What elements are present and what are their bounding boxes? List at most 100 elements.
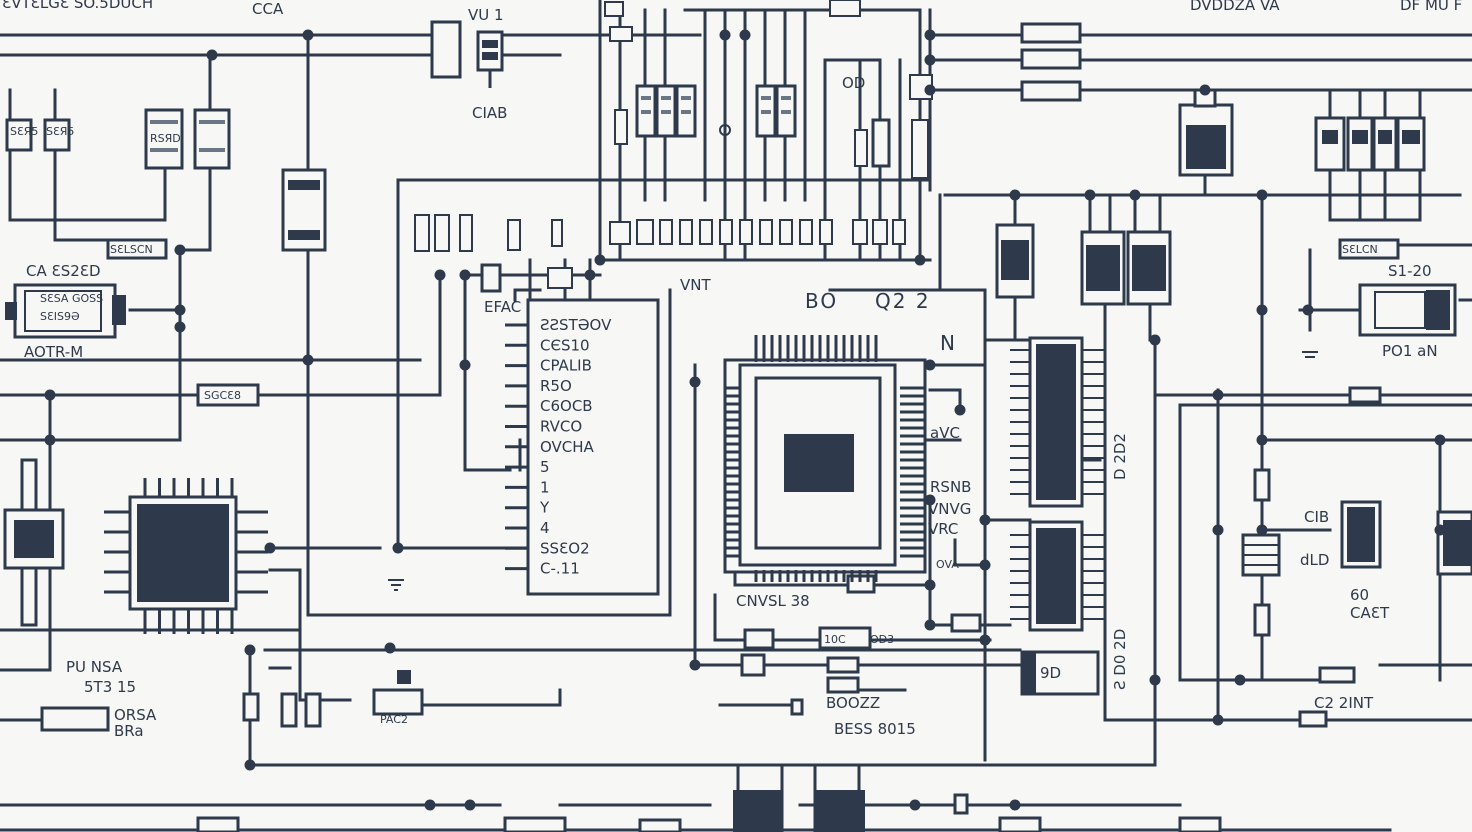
label-d02-a: D 2D2 — [1111, 433, 1129, 480]
label-c2-2int: C2 2INT — [1314, 694, 1374, 712]
resistor-sel — [106, 238, 168, 260]
label-60: 60 — [1350, 586, 1369, 604]
label-d02-b: Ƨ D0 2D — [1111, 629, 1129, 690]
junction-node — [1212, 524, 1224, 536]
junction-node — [459, 269, 471, 281]
label-r-sel: SƐLSCN — [110, 243, 153, 256]
label-r-top3: RSЯD — [150, 132, 181, 145]
resistor-bottom-left — [40, 670, 424, 732]
junction-node — [739, 29, 751, 41]
junction-node — [174, 321, 186, 333]
junction-node — [924, 359, 936, 371]
label-dld: dLD — [1300, 551, 1329, 569]
junction-node — [1302, 304, 1314, 316]
label-od: OD — [842, 74, 865, 92]
junction-node — [689, 376, 701, 388]
junction-node — [924, 84, 936, 96]
junction-node — [459, 359, 471, 371]
junction-node — [1256, 524, 1268, 536]
junction-nodes — [44, 29, 1446, 811]
label-disp-left: SƐSA GOSS — [40, 292, 103, 305]
label-orsa: ORSA — [114, 706, 157, 724]
transistor-top-right — [1178, 88, 1234, 177]
junction-node — [464, 799, 476, 811]
label-cap-vd: VƐD — [1134, 260, 1157, 273]
junction-node — [924, 54, 936, 66]
junction-node — [689, 659, 701, 671]
label-cast: CAƐT — [1350, 604, 1390, 622]
label-q22: Q2 2 — [875, 289, 931, 313]
header-connector-right — [1028, 336, 1084, 632]
junction-node — [1212, 714, 1224, 726]
ic1-pin-label: R5O — [540, 377, 572, 395]
junction-node — [384, 642, 396, 654]
junction-node — [719, 29, 731, 41]
label-cca: CCA — [252, 0, 284, 18]
right-top-resistors — [1020, 22, 1082, 102]
ic-left — [128, 495, 238, 611]
ic1-pins — [505, 323, 528, 571]
junction-node — [584, 269, 596, 281]
label-r-mid: SGCƐ8 — [204, 389, 241, 402]
display-left — [5, 283, 126, 339]
ic1-pin-label: Y — [539, 499, 550, 517]
junction-node — [979, 634, 991, 646]
ic1-pin-label: 1 — [540, 478, 550, 496]
junction-node — [206, 49, 218, 61]
junction-node — [594, 254, 606, 266]
labels: ƐVTƐLGƐ SO.5DUCH CCA VU 1 DVDDZA VA DF M… — [2, 0, 1462, 740]
label-boozz: BOOZZ — [826, 694, 880, 712]
ic1-block — [526, 298, 660, 596]
vertical-inductor-left — [3, 458, 65, 627]
label-ova: OVA — [936, 558, 959, 571]
junction-node — [424, 799, 436, 811]
junction-node — [44, 434, 56, 446]
label-od3: OD3 — [870, 633, 894, 646]
label-cnvsl38: CNVSL 38 — [736, 592, 810, 610]
label-aotr: AOTR-Μ — [24, 343, 83, 361]
junction-node — [914, 254, 926, 266]
junction-node — [979, 514, 991, 526]
connector-far-right — [1436, 510, 1472, 576]
label-5t315: 5T3 15 — [84, 678, 136, 696]
label-10c: 10C — [824, 633, 846, 646]
label-bess: BESS 8015 — [834, 720, 916, 738]
ic1-pin-label: OVCHA — [540, 438, 595, 456]
label-pu-nsa: PU NSA — [66, 658, 123, 676]
label-cap-vx: VUX — [1088, 260, 1112, 273]
junction-node — [1199, 84, 1211, 96]
left-top-resistor-pair — [5, 108, 231, 170]
junction-node — [392, 542, 404, 554]
junction-node — [264, 542, 276, 554]
relay-right — [1338, 238, 1457, 337]
junction-node — [434, 269, 446, 281]
ic1-pin-label: 5 — [540, 458, 550, 476]
junction-node — [1256, 189, 1268, 201]
ic2-pins — [725, 335, 925, 582]
label-9d: 9D — [1040, 664, 1061, 682]
junction-node — [909, 799, 921, 811]
label-pac2: PAC2 — [380, 713, 408, 726]
ic1-pin-label: CPALIB — [540, 357, 592, 375]
ic1-pin-labels: ƧƧSTӘOVCЄS10CPALIBR5OC6OCBRVCOOVCHA51Y4S… — [539, 316, 612, 578]
ic1-pin-label: SSƐO2 — [540, 539, 590, 557]
junction-node — [1256, 304, 1268, 316]
label-top-right-vdd: DVDDZA VA — [1190, 0, 1280, 14]
inductor-right — [1241, 533, 1281, 577]
resistor-right-mid — [1253, 386, 1382, 728]
ground-symbols — [388, 351, 1318, 591]
ic1-pin-label: RVCO — [540, 418, 582, 436]
label-r-top1: SƐЯ5 — [10, 125, 38, 138]
junction-node — [44, 389, 56, 401]
junction-node — [1212, 389, 1224, 401]
ic1-pin-label: CЄS10 — [540, 336, 590, 354]
junction-node — [1009, 799, 1021, 811]
junction-node — [302, 354, 314, 366]
inductor-left — [281, 168, 327, 252]
junction-node — [1149, 334, 1161, 346]
junction-node — [924, 579, 936, 591]
label-vnt: VNT — [680, 276, 711, 294]
diode-array-right — [1314, 116, 1426, 172]
junction-node — [1434, 524, 1446, 536]
label-r-right1: SƐLCN — [1342, 243, 1378, 256]
